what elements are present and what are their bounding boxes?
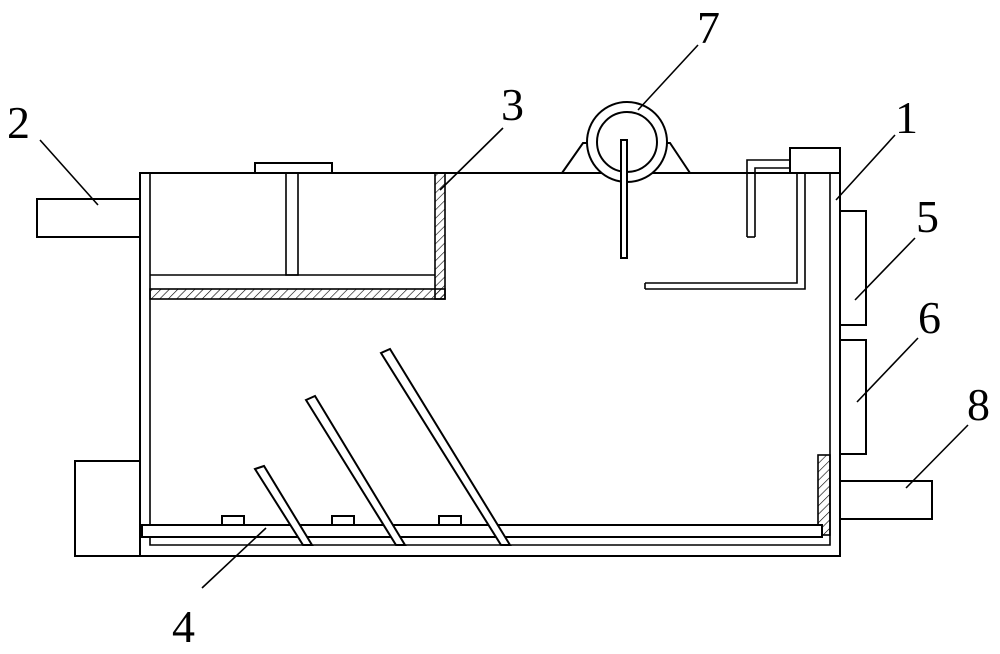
- pipe-hook-outer: [746, 159, 790, 237]
- side-box-upper: [839, 210, 867, 326]
- plate-bump-1: [221, 515, 245, 526]
- label-tank: 1: [895, 92, 918, 143]
- leader-line-8: [905, 424, 969, 489]
- tank-inner-wall: [149, 173, 831, 546]
- leader-line-3: [439, 127, 504, 191]
- label-outlet-pipe: 8: [967, 379, 990, 430]
- label-upper-tray: 3: [501, 79, 524, 130]
- tray-rod: [285, 172, 299, 276]
- inlet-pipe: [36, 198, 141, 238]
- leader-lines: [39, 44, 969, 589]
- inclined-plate-3: [379, 347, 512, 546]
- motor: [561, 101, 691, 259]
- pipe-outer: [645, 173, 798, 284]
- plate-bump-2: [331, 515, 355, 526]
- leader-line-1: [835, 134, 896, 201]
- label-bottom-plate: 4: [172, 601, 195, 652]
- tray-cap: [254, 162, 333, 174]
- outlet-pipe: [839, 480, 933, 520]
- label-side-box-lower: 6: [918, 292, 941, 343]
- bottom-plate: [141, 515, 823, 538]
- pipe-fitting-box: [789, 147, 841, 174]
- tank-body: [139, 172, 841, 557]
- tank-outer-wall: [139, 172, 841, 557]
- pipe-hook-inner: [754, 167, 790, 237]
- leader-line-6: [856, 337, 919, 403]
- label-inlet-pipe: 2: [7, 97, 30, 148]
- plate-bump-3: [438, 515, 462, 526]
- outlet-baffle-hatched: [817, 454, 831, 536]
- pipe-inner: [645, 173, 806, 290]
- label-motor: 7: [697, 2, 720, 53]
- inclined-plate-2: [304, 394, 407, 546]
- tray-bottom-hatched: [149, 288, 446, 300]
- upper-tray: [149, 162, 446, 300]
- base-block: [74, 460, 141, 557]
- leader-line-2: [39, 139, 99, 206]
- leader-line-4: [201, 527, 267, 589]
- motor-shaft: [620, 139, 628, 259]
- leader-line-7: [637, 44, 699, 111]
- label-side-box-upper: 5: [916, 191, 939, 242]
- right-pipe: [644, 147, 841, 290]
- inclined-plate-1: [253, 464, 314, 546]
- tray-side-hatched: [434, 172, 446, 300]
- leader-line-5: [854, 237, 916, 301]
- bottom-plate-bar: [141, 524, 823, 538]
